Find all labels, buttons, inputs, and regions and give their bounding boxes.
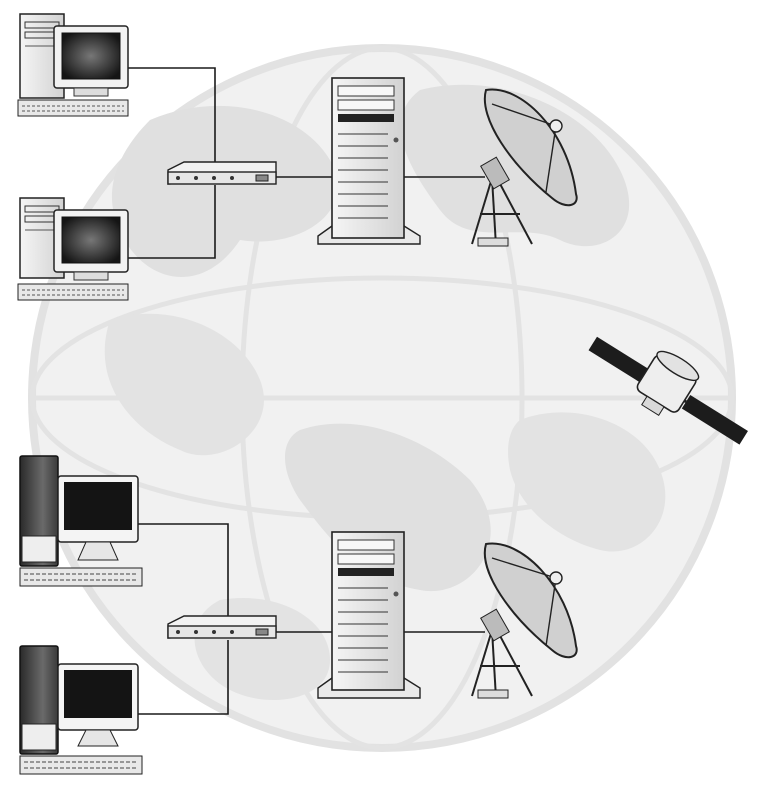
satellite-dish-a (471, 88, 578, 247)
workstation-b1 (19, 455, 143, 587)
network-cables (128, 67, 485, 715)
satellite-dish-b (471, 542, 578, 699)
hub-a (167, 161, 277, 185)
satellite (588, 336, 748, 445)
server-b (317, 531, 421, 699)
server-a (317, 77, 421, 245)
hub-b (167, 615, 277, 639)
workstation-a1 (17, 13, 129, 117)
globe-background (28, 44, 736, 752)
workstation-b2 (19, 645, 143, 775)
workstation-a2 (17, 197, 129, 301)
